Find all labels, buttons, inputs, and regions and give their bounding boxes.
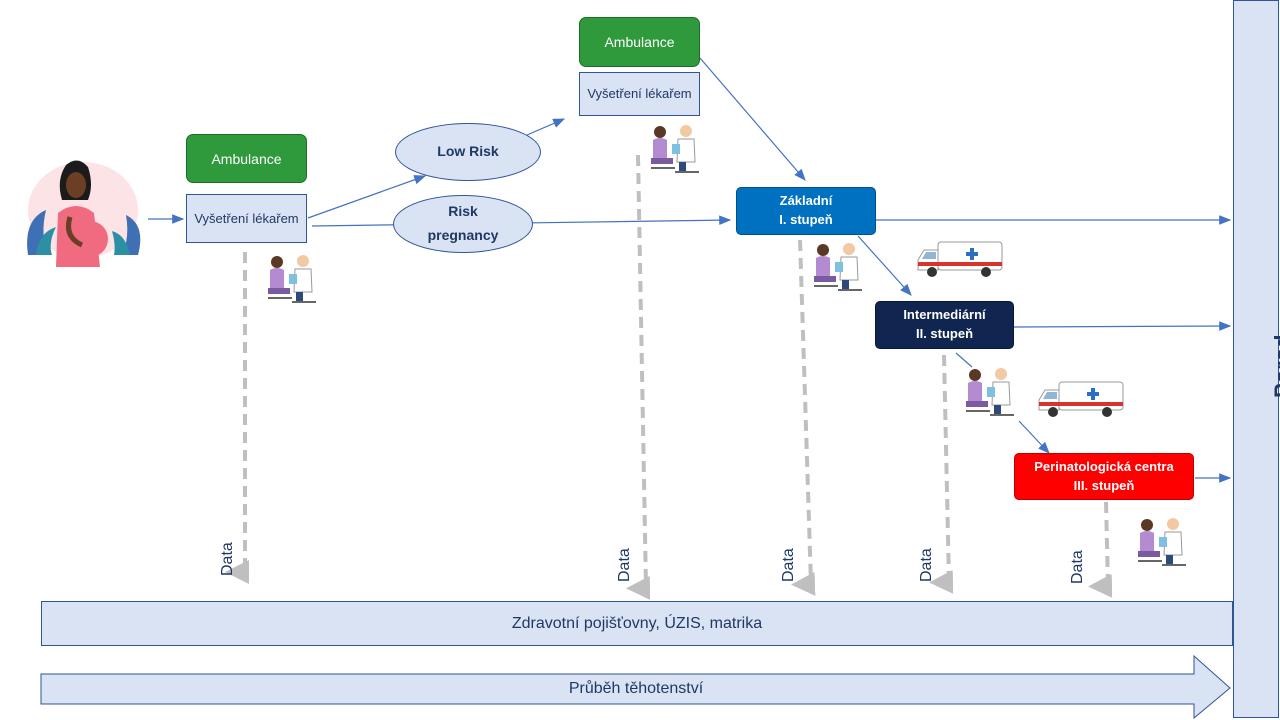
ambulance-box-1: Ambulance: [186, 134, 307, 183]
doctor-patient-icon: [1138, 518, 1186, 566]
level1-line2: I. stupeň: [779, 212, 833, 227]
data-label-4: Data: [918, 548, 935, 582]
doctor-patient-icon: [966, 368, 1014, 416]
ambulance-icon: [917, 241, 1003, 277]
data-line-2: [626, 154, 651, 600]
doctor-patient-icon: [814, 243, 862, 291]
arrow-lowrisk-to-ambulance: [526, 118, 566, 136]
data-label-3: Data: [780, 548, 797, 582]
pregnancy-band-label: Průběh těhotenství: [568, 680, 704, 697]
level1-line1: Základní: [779, 193, 833, 209]
data-line-5: [1088, 501, 1113, 598]
doctor-patient-icon: [651, 125, 699, 173]
data-line-4: [929, 354, 954, 594]
low-risk-oval: Low Risk: [395, 123, 541, 181]
data-line-3: [791, 239, 816, 596]
arrow-level1-to-level2: [857, 235, 912, 296]
insurers-band: Zdravotní pojišťovny, ÚZIS, matrika: [41, 601, 1233, 646]
arrow-level2-to-birth: [1013, 321, 1232, 331]
data-label-2: Data: [616, 548, 633, 582]
arrow-exam-to-lowrisk: [307, 175, 427, 219]
pregnant-woman-icon: [27, 160, 141, 267]
ambulance-box-2: Ambulance: [579, 17, 700, 67]
data-label-1: Data: [219, 542, 236, 576]
level3-box: Perinatologická centra III. stupeň: [1014, 453, 1194, 500]
risk-pregnancy-oval: Risk pregnancy: [393, 195, 533, 253]
data-label-5: Data: [1069, 550, 1086, 584]
exam-box-1: Vyšetření lékařem: [186, 194, 307, 243]
level2-line2: II. stupeň: [915, 326, 974, 341]
ambulance-icon: [1038, 381, 1124, 417]
arrow-level2-to-level3: [1018, 420, 1050, 454]
doctor-patient-icon: [268, 255, 316, 303]
exam-box-2: Vyšetření lékařem: [579, 72, 700, 116]
pregnancy-arrow: [40, 655, 1231, 719]
level3-line1: Perinatologická centra: [1034, 458, 1174, 474]
arrow-ambulance-to-level1: [699, 57, 806, 181]
level1-box: Základní I. stupeň: [736, 187, 876, 235]
level2-box: Intermediární II. stupeň: [875, 301, 1014, 349]
birth-column: [1233, 0, 1279, 718]
level2-line1: Intermediární: [903, 307, 986, 323]
level3-line2: III. stupeň: [1073, 477, 1135, 493]
